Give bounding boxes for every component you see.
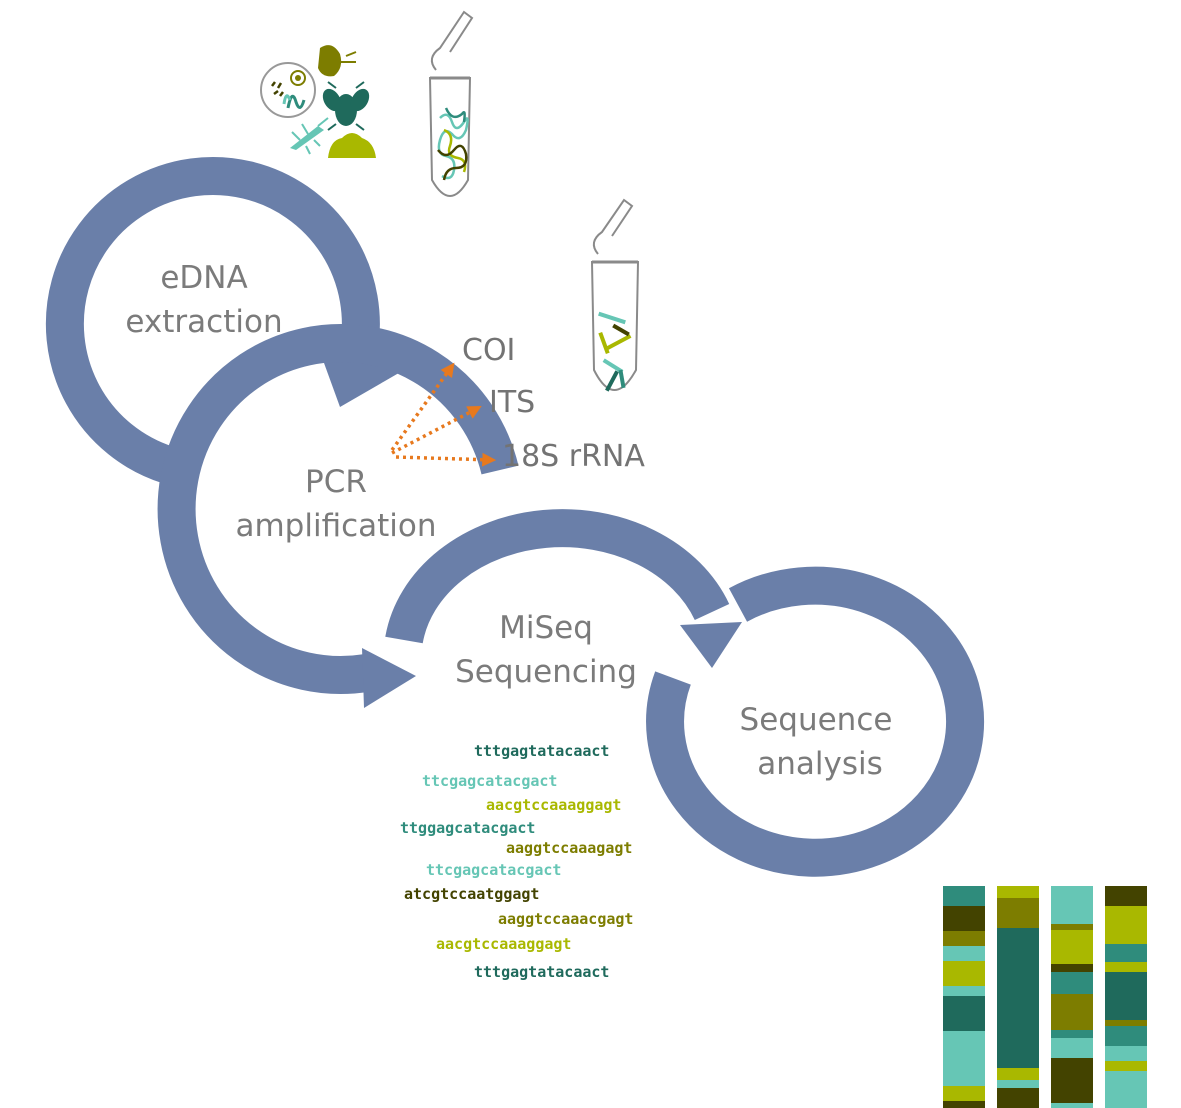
bar-segment <box>1051 1103 1093 1108</box>
sequence-read: aaggtccaaagagt <box>506 839 632 857</box>
taxonomy-bar-columns <box>943 886 1147 1108</box>
bar-segment <box>1051 924 1093 930</box>
bar-segment <box>997 1068 1039 1080</box>
cycle-arrow-pcr <box>157 324 519 708</box>
bar-column <box>1051 886 1093 1108</box>
sequence-read: ttggagcatacgact <box>400 819 535 837</box>
bar-column <box>1105 886 1147 1108</box>
sequence-read: aacgtccaaaggagt <box>436 935 571 953</box>
bar-segment <box>943 1101 985 1108</box>
bar-segment <box>1051 972 1093 994</box>
cycle-arrows <box>45 156 985 877</box>
bar-segment <box>1051 964 1093 972</box>
stage-analysis-line2: analysis <box>757 746 883 782</box>
bar-segment <box>943 931 985 946</box>
tube-amplicons-icon <box>590 198 640 392</box>
bar-segment <box>943 961 985 986</box>
stage-sequencing-line1: MiSeq <box>499 610 593 646</box>
bar-segment <box>1105 886 1147 906</box>
bar-segment <box>1105 972 1147 1020</box>
sequence-reads: tttgagtatacaact ttcgagcatacgact aacgtccaaa… <box>400 742 633 981</box>
sequence-read: tttgagtatacaact <box>474 963 609 981</box>
bar-segment <box>1105 1046 1147 1061</box>
bar-segment <box>1105 906 1147 944</box>
stage-extraction-line2: extraction <box>125 304 282 340</box>
bar-segment <box>1105 962 1147 972</box>
sequence-read: tttgagtatacaact <box>474 742 609 760</box>
sequence-read: aaggtccaaacgagt <box>498 910 633 928</box>
bar-column <box>943 886 985 1108</box>
bar-segment <box>1051 1038 1093 1058</box>
bar-segment <box>997 1088 1039 1108</box>
marker-labels: COI ITS 18S rRNA <box>462 333 645 474</box>
bar-segment <box>943 1031 985 1086</box>
arrow-coi <box>390 362 455 452</box>
bar-segment <box>943 946 985 961</box>
marker-arrows <box>390 362 497 467</box>
bar-segment <box>1051 886 1093 924</box>
bar-segment <box>997 886 1039 898</box>
bar-segment <box>1105 1061 1147 1071</box>
bar-segment <box>943 996 985 1031</box>
bar-segment <box>1051 930 1093 964</box>
stage-extraction-line1: eDNA <box>160 260 247 296</box>
marker-18s: 18S rRNA <box>502 439 645 474</box>
bar-segment <box>1051 994 1093 1000</box>
sequence-read: ttcgagcatacgact <box>422 772 557 790</box>
stage-labels: eDNA extraction PCR amplification MiSeq … <box>125 260 892 782</box>
bar-segment <box>1105 1020 1147 1026</box>
bar-segment <box>943 986 985 996</box>
cycle-arrow-sequencing <box>385 509 742 668</box>
bar-segment <box>1105 1071 1147 1108</box>
bar-segment <box>997 1080 1039 1088</box>
arrow-18s <box>395 452 497 467</box>
bar-segment <box>997 898 1039 928</box>
cycle-arrow-analysis <box>646 566 985 877</box>
sequence-read: ttcgagcatacgact <box>426 861 561 879</box>
arrow-its <box>391 406 482 455</box>
bar-segment <box>943 1086 985 1101</box>
sequence-read: atcgtccaatggagt <box>404 885 539 903</box>
tube-dna-icon <box>428 10 474 197</box>
stage-pcr-line2: amplification <box>235 508 436 544</box>
bar-segment <box>1051 1058 1093 1103</box>
stage-pcr-line1: PCR <box>305 464 367 500</box>
marker-coi: COI <box>462 333 515 368</box>
bar-segment <box>997 928 1039 1068</box>
bar-segment <box>1105 944 1147 962</box>
organisms-icon <box>260 45 376 158</box>
bar-segment <box>943 906 985 931</box>
sequence-read: aacgtccaaaggagt <box>486 796 621 814</box>
stage-sequencing-line2: Sequencing <box>455 654 637 690</box>
bar-column <box>997 886 1039 1108</box>
bar-segment <box>1105 1026 1147 1046</box>
stage-analysis-line1: Sequence <box>740 702 893 738</box>
bar-segment <box>943 886 985 906</box>
bar-segment <box>1051 1030 1093 1038</box>
marker-its: ITS <box>489 385 535 420</box>
bar-segment <box>1051 1000 1093 1030</box>
